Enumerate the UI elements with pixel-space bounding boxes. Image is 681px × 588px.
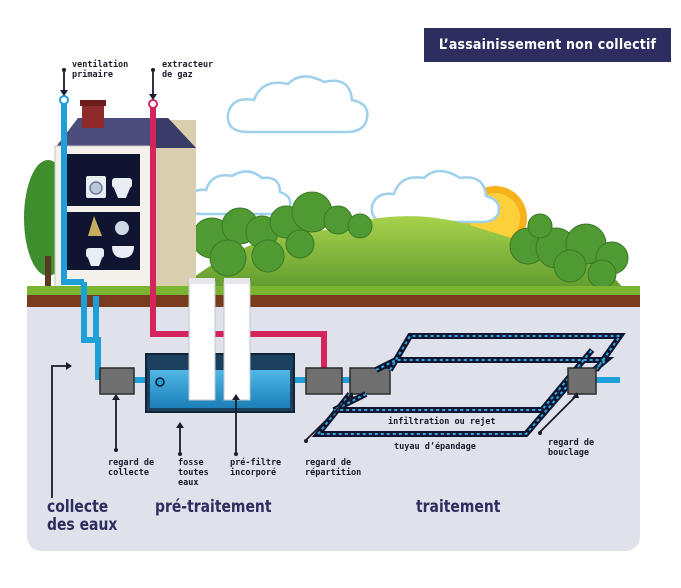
cloud-icon: [370, 169, 500, 224]
fosse-toutes-eaux: [145, 353, 295, 413]
cloud-icon: [226, 75, 369, 134]
washing-machine-icon: [86, 176, 106, 198]
regard-bouclage: [567, 367, 597, 395]
tree-icon: [509, 213, 629, 289]
regard-repartition-small: [305, 367, 343, 395]
regard-repartition: [349, 367, 391, 395]
label-regard-bouclage: regard de bouclage: [548, 438, 595, 458]
sink-icon: [112, 221, 134, 258]
toilet-icon: [112, 178, 132, 198]
ventilation-pipe: [61, 96, 84, 285]
regard-collecte: [99, 367, 135, 395]
prefiltre-riser: [223, 281, 251, 401]
label-regard-repartition: regard de répartition: [305, 458, 362, 478]
label-extracteur-gaz: extracteur de gaz: [162, 60, 214, 80]
section-pre-traitement: pré-traitement: [155, 497, 272, 517]
toilet-icon: [86, 216, 104, 266]
label-fosse-toutes-eaux: fosse toutes eaux: [178, 458, 209, 488]
tree-icon: [191, 191, 373, 277]
fosse-riser: [188, 281, 216, 401]
label-infiltration-ou-rejet: infiltration ou rejet: [388, 417, 496, 427]
label-ventilation-primaire: ventilation primaire: [72, 60, 129, 80]
callout-arrows: [60, 68, 579, 456]
label-prefiltre-incorpore: pré-filtre incorporé: [230, 458, 282, 478]
callout-lines: [51, 72, 577, 498]
label-tuyau-epandage: tuyau d’épandage: [394, 442, 476, 452]
grass-strip: [27, 286, 640, 296]
label-regard-collecte: regard de collecte: [108, 458, 155, 478]
section-collecte-des-eaux: collecte des eaux: [47, 497, 118, 535]
page-title: L’assainissement non collectif: [424, 28, 671, 62]
section-traitement: traitement: [416, 497, 501, 517]
soil-strip: [27, 295, 640, 307]
